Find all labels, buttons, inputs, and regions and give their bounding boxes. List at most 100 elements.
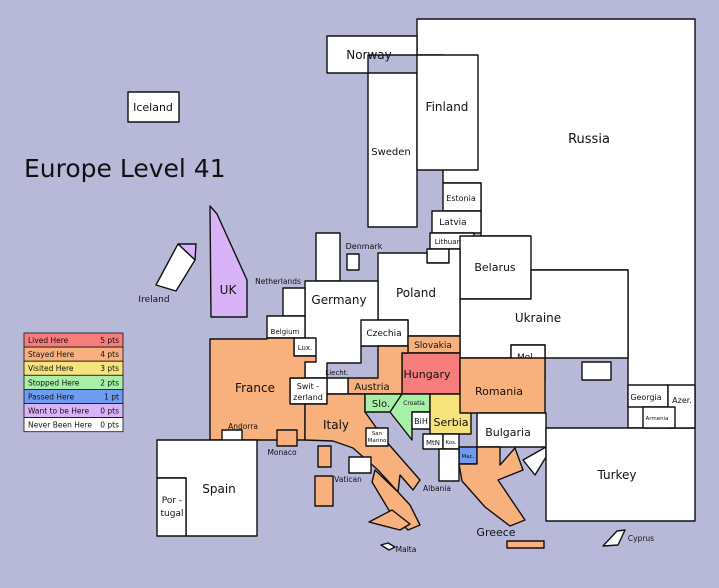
label-czechia: Czechia — [366, 329, 401, 339]
legend-points: 0 pts — [100, 421, 119, 430]
country-greece-crete[interactable] — [506, 540, 545, 549]
country-italy-sardinia[interactable] — [314, 475, 334, 507]
label-uk: UK — [220, 283, 238, 297]
legend-label: Passed Here — [28, 392, 75, 401]
label-germany: Germany — [311, 293, 366, 307]
label-france: France — [235, 381, 275, 395]
country-sweden[interactable] — [367, 72, 418, 228]
legend-label: Never Been Here — [28, 421, 92, 430]
label-spain: Spain — [202, 482, 236, 496]
country-portugal[interactable] — [156, 477, 187, 537]
country-kaliningrad[interactable] — [426, 248, 450, 264]
country-ireland[interactable] — [155, 243, 196, 292]
legend-points: 1 pt — [104, 392, 119, 401]
label-kosovo: Kos. — [445, 440, 457, 446]
country-cyprus[interactable] — [602, 529, 626, 547]
legend-points: 5 pts — [100, 336, 119, 345]
label-bih: BiH — [414, 417, 428, 426]
map-title: Europe Level 41 — [24, 154, 226, 183]
country-albania[interactable] — [438, 448, 460, 482]
country-romania[interactable] — [459, 357, 546, 414]
label-georgia: Georgia — [630, 393, 661, 402]
label-iceland: Iceland — [133, 101, 173, 114]
country-san-marino[interactable] — [365, 427, 389, 447]
country-iceland[interactable] — [127, 91, 180, 123]
country-crimea[interactable] — [581, 361, 612, 381]
country-netherlands[interactable] — [282, 287, 306, 317]
country-belarus[interactable] — [459, 235, 532, 300]
country-liechtenstein[interactable] — [326, 377, 349, 395]
legend-points: 3 pts — [100, 364, 119, 373]
country-denmark-island[interactable] — [346, 253, 360, 271]
label-vatican: Vatican — [334, 475, 362, 484]
country-norway[interactable] — [326, 35, 418, 74]
label-belarus: Belarus — [474, 261, 516, 274]
label-switzerland-2: zerland — [293, 393, 323, 402]
label-slovenia: Slo. — [372, 399, 390, 410]
label-estonia: Estonia — [446, 194, 476, 203]
label-turkey: Turkey — [596, 468, 636, 482]
country-italy[interactable] — [304, 393, 421, 493]
label-portugal-1: Por - — [162, 496, 182, 506]
label-belgium: Belgium — [271, 328, 300, 336]
label-slovakia: Slovakia — [414, 341, 452, 351]
label-andorra: Andorra — [228, 422, 258, 431]
label-bulgaria: Bulgaria — [485, 426, 531, 439]
label-greece: Greece — [476, 526, 515, 539]
country-italy-sicily[interactable] — [368, 509, 411, 531]
label-russia: Russia — [568, 132, 610, 147]
legend-label: Want to be Here — [28, 407, 89, 416]
country-armenia[interactable] — [642, 406, 676, 429]
label-latvia: Latvia — [439, 218, 466, 228]
label-lithuania: Lithuania — [435, 238, 467, 246]
legend-swatch — [23, 417, 124, 433]
country-uk[interactable] — [209, 205, 248, 318]
label-austria: Austria — [354, 382, 389, 393]
label-malta: Malta — [396, 545, 417, 554]
label-italy: Italy — [323, 418, 349, 432]
label-macedonia: Mac. — [462, 454, 475, 460]
country-vatican[interactable] — [348, 456, 372, 474]
label-liechtenstein: Liecht. — [325, 369, 348, 377]
legend-label: Stopped Here — [28, 378, 80, 387]
country-finland[interactable] — [416, 54, 479, 171]
label-cyprus: Cyprus — [628, 534, 654, 543]
label-portugal-2: tugal — [161, 509, 184, 519]
legend-label: Lived Here — [28, 336, 69, 345]
label-albania: Albania — [423, 484, 451, 493]
country-monaco[interactable] — [276, 429, 298, 447]
label-switzerland-1: Swit - — [297, 382, 320, 391]
label-hungary: Hungary — [404, 368, 451, 381]
legend-points: 0 pts — [100, 407, 119, 416]
label-luxembourg: Lux. — [298, 344, 313, 352]
legend-label: Stayed Here — [28, 350, 75, 359]
country-italy-south[interactable] — [371, 469, 421, 531]
label-serbia: Serbia — [433, 416, 468, 429]
label-sweden: Sweden — [371, 147, 411, 158]
label-san-marino-1: San — [372, 431, 383, 437]
country-bulgaria[interactable] — [476, 412, 547, 448]
country-turkey[interactable] — [545, 427, 696, 522]
label-montenegro: MtN — [426, 439, 440, 447]
label-ireland: Ireland — [138, 295, 169, 305]
country-italy-corsica[interactable] — [317, 445, 332, 468]
label-netherlands: Netherlands — [255, 277, 301, 286]
label-monaco: Monaco — [267, 448, 297, 457]
label-poland: Poland — [396, 286, 436, 300]
country-malta[interactable] — [380, 542, 396, 551]
label-croatia: Croatia — [403, 400, 425, 407]
label-norway: Norway — [346, 48, 392, 62]
label-ukraine: Ukraine — [515, 311, 561, 325]
label-finland: Finland — [426, 100, 469, 114]
legend-points: 2 pts — [100, 378, 119, 387]
legend-label: Visited Here — [28, 364, 74, 373]
label-romania: Romania — [475, 385, 523, 398]
legend-points: 4 pts — [100, 350, 119, 359]
country-greece[interactable] — [458, 446, 526, 527]
label-azerbaijan: Azer. — [672, 396, 692, 405]
country-denmark[interactable] — [315, 232, 341, 282]
label-denmark: Denmark — [346, 242, 383, 251]
label-armenia: Armenia — [645, 416, 668, 422]
